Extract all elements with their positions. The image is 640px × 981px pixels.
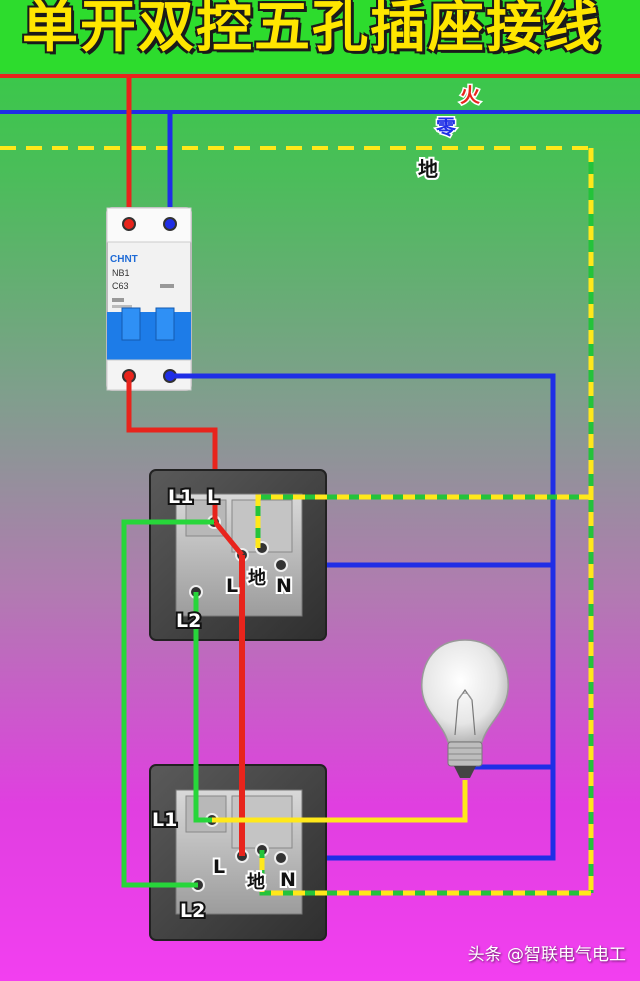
ground-label: 地 bbox=[418, 157, 438, 181]
bottom-switch-socket-plate bbox=[149, 764, 327, 941]
lamp-feed-wire bbox=[212, 780, 468, 823]
traveler-wire-1 bbox=[121, 519, 214, 888]
neutral-out-wire bbox=[170, 373, 556, 861]
bottom-switch-l2-label: L2 bbox=[180, 900, 205, 922]
live-label: 火 bbox=[460, 83, 481, 107]
bottom-socket-ground-label: 地 bbox=[247, 871, 265, 893]
top-socket-l-label: L bbox=[226, 575, 238, 597]
traveler-wire-2 bbox=[193, 592, 212, 823]
top-switch-l1-label: L1 bbox=[168, 486, 193, 508]
page-title: 单开双控五孔插座接线 bbox=[22, 0, 602, 60]
live-jumper-wire bbox=[213, 520, 244, 557]
breaker-rating: C63 bbox=[112, 281, 129, 291]
top-switch-l-label: L bbox=[207, 486, 219, 508]
bottom-switch-l1-label: L1 bbox=[152, 809, 177, 831]
bottom-socket-n-label: N bbox=[280, 869, 296, 891]
title-bar: 单开双控五孔插座接线 bbox=[0, 0, 640, 72]
breaker-model: NB1 bbox=[112, 268, 130, 278]
top-switch-l2-label: L2 bbox=[176, 610, 201, 632]
top-socket-n-label: N bbox=[276, 575, 292, 597]
circuit-breaker: CHNT NB1 C63 bbox=[106, 207, 192, 391]
breaker-brand: CHNT bbox=[110, 254, 138, 265]
light-bulb-icon bbox=[421, 639, 509, 778]
bottom-socket-l-label: L bbox=[213, 856, 225, 878]
watermark: 头条 @智联电气电工 bbox=[467, 945, 626, 965]
top-socket-ground-label: 地 bbox=[248, 567, 266, 589]
live-out-wire bbox=[126, 376, 218, 505]
neutral-label: 零 bbox=[435, 115, 457, 139]
